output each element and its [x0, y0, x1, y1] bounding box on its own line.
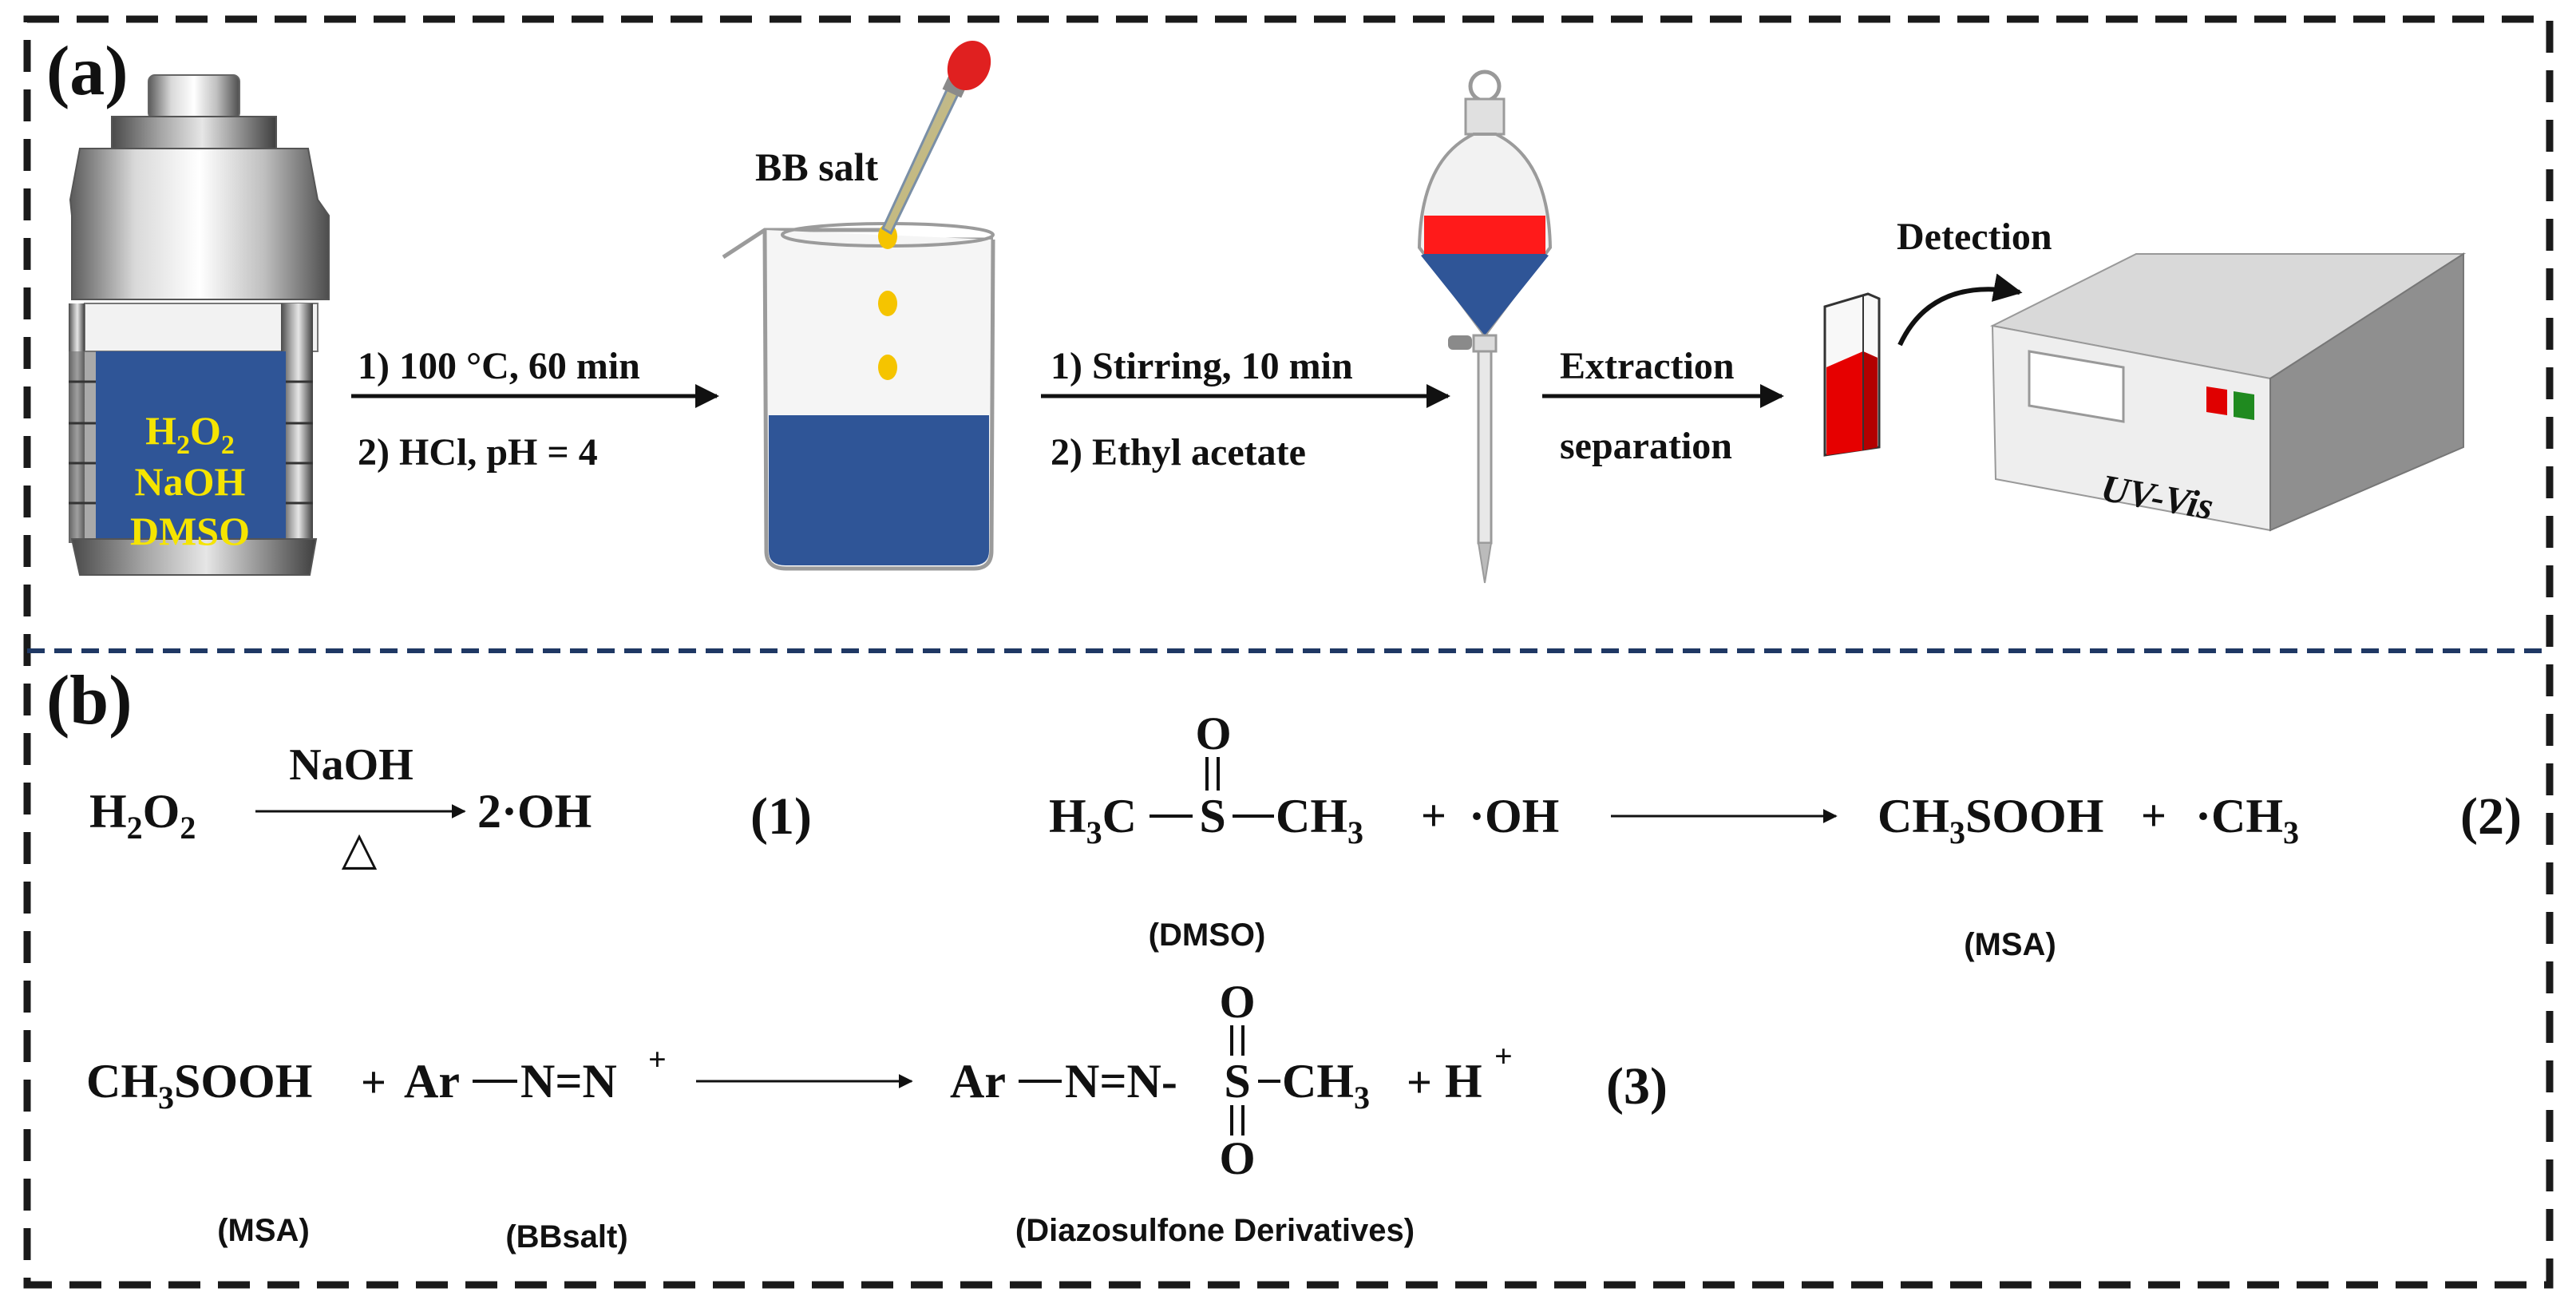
- step3-line1: Extraction: [1560, 345, 1735, 387]
- separatory-funnel-illustration: [1417, 69, 1553, 584]
- eq2-plus2: +: [2141, 791, 2166, 841]
- panel-b-label: (b): [46, 662, 133, 739]
- eq1-product: 2·OH: [477, 785, 592, 838]
- eq3-label-product: (Diazosulfone Derivatives): [1015, 1213, 1415, 1248]
- reactor-label-dmso: DMSO: [130, 509, 250, 553]
- eq3-plus2: +: [1407, 1058, 1432, 1108]
- eq1-reactant: H2O2: [89, 785, 196, 846]
- detection-label: Detection: [1897, 216, 2052, 258]
- eq2-right: CH3: [1276, 790, 1363, 850]
- drop-3: [878, 355, 897, 380]
- eq3-ar: Ar: [404, 1055, 460, 1108]
- eq3-plus: +: [361, 1058, 386, 1108]
- eq2-radical: ·OH: [1469, 790, 1559, 842]
- uv-vis-instrument: [1989, 252, 2467, 532]
- reactor-illustration: [69, 74, 330, 576]
- eq3-azo: N=N: [520, 1055, 617, 1108]
- panel-a-label: (a): [46, 33, 129, 110]
- eq3-prod-ch: CH3: [1282, 1055, 1370, 1116]
- eq2-label-msa: (MSA): [1964, 927, 2056, 962]
- eq3-reactant1: CH3SOOH: [86, 1055, 312, 1116]
- eq2-number: (2): [2460, 787, 2522, 846]
- detection-arrow: [1897, 273, 2023, 347]
- eq2-s-atom: S: [1199, 790, 1225, 842]
- eq2-o-atom: O: [1195, 707, 1231, 759]
- eq3-prod-ar: Ar: [950, 1055, 1006, 1108]
- eq3-label-bbsalt: (BBsalt): [505, 1219, 627, 1254]
- eq2-plus: +: [1421, 791, 1446, 841]
- reactor-label-h2o2: H2O2: [145, 408, 235, 460]
- eq2-product2: ·CH3: [2195, 790, 2299, 850]
- eq2-left: H3C: [1049, 790, 1137, 850]
- eq3-prod-o-top: O: [1219, 976, 1255, 1028]
- eq3-charge: +: [648, 1041, 667, 1077]
- eq3-proton-charge: +: [1494, 1038, 1513, 1074]
- eq3-prod-o-bottom: O: [1219, 1132, 1255, 1184]
- eq1-under-arrow: △: [342, 822, 378, 874]
- drop-2: [878, 291, 897, 316]
- eq3-proton: H: [1445, 1055, 1482, 1108]
- bb-salt-label: BB salt: [755, 145, 879, 189]
- eq2-label-dmso: (DMSO): [1149, 918, 1266, 953]
- reactor-label-naoh: NaOH: [135, 459, 246, 504]
- step1-line1: 1) 100 °C, 60 min: [358, 345, 640, 387]
- eq3-number: (3): [1606, 1057, 1668, 1116]
- cuvette-illustration: [1823, 292, 1881, 457]
- pipette-illustration: [881, 40, 991, 236]
- eq3-prod-azo: N=N-: [1065, 1055, 1177, 1108]
- step3-line2: separation: [1560, 425, 1732, 467]
- step2-line2: 2) Ethyl acetate: [1051, 431, 1306, 474]
- eq1-number: (1): [750, 787, 812, 846]
- beaker-illustration: [722, 222, 995, 571]
- eq2-product1: CH3SOOH: [1878, 790, 2103, 850]
- step2-line1: 1) Stirring, 10 min: [1051, 345, 1353, 387]
- step1-line2: 2) HCl, pH = 4: [358, 431, 598, 474]
- eq3-prod-s: S: [1224, 1055, 1250, 1108]
- eq1-over-arrow: NaOH: [289, 740, 414, 790]
- eq3-label-msa: (MSA): [217, 1213, 310, 1248]
